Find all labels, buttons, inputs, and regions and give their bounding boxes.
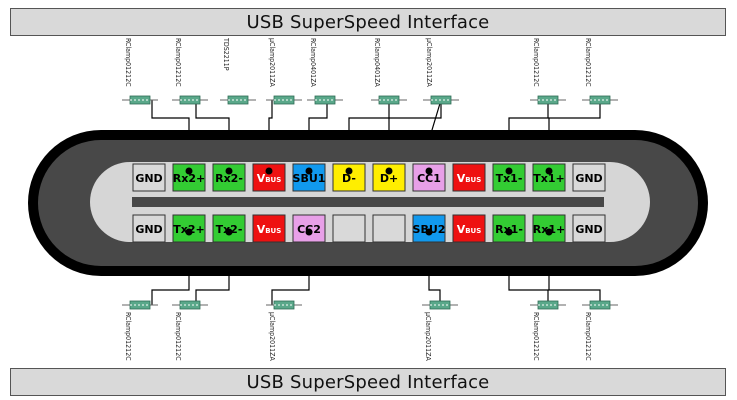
pin-bottom-6	[332, 214, 366, 243]
pin-box	[172, 163, 206, 192]
pin-box	[572, 163, 606, 192]
pin-label: VBUS	[257, 172, 282, 185]
pin-box	[132, 163, 166, 192]
pin-top-1: GND	[132, 163, 166, 192]
device-part-label: μClamp2011ZA	[424, 312, 432, 361]
pin-label: GND	[575, 172, 602, 185]
top-protection-device-2	[172, 95, 208, 105]
pin-label: VBUS	[457, 172, 482, 185]
device-part-label: RClamp01212C	[584, 312, 592, 361]
pin-bottom-4: VBUS	[252, 214, 286, 243]
pin-connection-dot	[345, 167, 353, 175]
pin-label-subscript: BUS	[465, 176, 481, 184]
pin-label: GND	[575, 223, 602, 236]
device-part-label: RClamp01212C	[124, 312, 132, 361]
pin-label: Tx1-	[496, 172, 523, 185]
pin-connection-dot	[545, 167, 553, 175]
bottom-protection-device-4	[422, 300, 458, 310]
pin-top-6: D-	[332, 163, 366, 192]
pin-box	[452, 163, 486, 192]
pin-connection-dot	[225, 167, 233, 175]
pin-box	[132, 214, 166, 243]
top-protection-device-4	[266, 95, 302, 105]
pin-box	[332, 214, 366, 243]
device-part-label: RClamp01212C	[584, 38, 592, 87]
pin-label: D-	[342, 172, 356, 185]
pin-connection-dot	[265, 167, 273, 175]
top-protection-device-5	[307, 95, 343, 105]
top-protection-device-6	[371, 95, 407, 105]
pin-box	[252, 214, 286, 243]
pin-connection-dot	[505, 167, 513, 175]
bottom-protection-device-3	[266, 300, 302, 310]
protection-devices: RClamp01212C RClamp01212C TDS2211P μClamp20…	[122, 37, 618, 361]
pin-bottom-12: GND	[572, 214, 606, 243]
pin-label: CC1	[417, 172, 441, 185]
pin-box	[372, 214, 406, 243]
pin-bottom-9: VBUS	[452, 214, 486, 243]
device-part-label: RClamp0401ZA	[373, 38, 381, 88]
pin-box	[452, 214, 486, 243]
device-part-label: μClamp2011ZA	[268, 312, 276, 361]
pin-top-8: CC1	[412, 163, 446, 192]
device-part-label: RClamp01212C	[174, 312, 182, 361]
pin-connection-dot	[545, 228, 553, 236]
pin-label: SBU1	[293, 172, 326, 185]
tongue-center-bar	[132, 197, 604, 207]
pin-connection-dot	[185, 228, 193, 236]
pin-bottom-1: GND	[132, 214, 166, 243]
device-part-label: TDS2211P	[222, 37, 230, 71]
header-bar: USB SuperSpeed Interface	[10, 8, 726, 36]
top-protection-device-9	[582, 95, 618, 105]
pin-box	[412, 163, 446, 192]
footer-bar: USB SuperSpeed Interface	[10, 368, 726, 396]
footer-title: USB SuperSpeed Interface	[246, 371, 490, 393]
pin-connection-dot	[425, 228, 433, 236]
bottom-protection-device-6	[582, 300, 618, 310]
bottom-protection-device-5	[530, 300, 566, 310]
pin-top-9: VBUS	[452, 163, 486, 192]
pin-connection-dot	[385, 167, 393, 175]
device-part-label: μClamp2011ZA	[268, 38, 276, 87]
pin-connection-dot	[305, 228, 313, 236]
top-protection-device-8	[530, 95, 566, 105]
pin-label: Rx2-	[215, 172, 243, 185]
pin-top-2: Rx2+	[172, 163, 206, 192]
pin-label: Tx1+	[533, 172, 564, 185]
top-protection-device-7	[423, 95, 459, 105]
device-part-label: RClamp01212C	[532, 312, 540, 361]
device-part-label: μClamp2011ZA	[425, 38, 433, 87]
pin-label-subscript: BUS	[265, 227, 281, 235]
pin-connection-dot	[185, 167, 193, 175]
device-part-label: RClamp01212C	[174, 38, 182, 87]
pin-box	[572, 214, 606, 243]
pin-connection-dot	[505, 228, 513, 236]
device-part-label: RClamp01212C	[532, 38, 540, 87]
header-title: USB SuperSpeed Interface	[246, 11, 490, 33]
top-protection-device-1	[122, 95, 158, 105]
pin-label: GND	[135, 172, 162, 185]
pin-label: D+	[380, 172, 398, 185]
device-part-label: RClamp01212C	[124, 38, 132, 87]
pin-connection-dot	[305, 167, 313, 175]
bottom-protection-device-1	[122, 300, 158, 310]
top-protection-device-3	[220, 95, 256, 105]
pin-label-subscript: BUS	[265, 176, 281, 184]
pin-label-subscript: BUS	[465, 227, 481, 235]
device-part-label: RClamp0401ZA	[309, 38, 317, 88]
pin-label: VBUS	[457, 223, 482, 236]
pin-label: VBUS	[257, 223, 282, 236]
pin-label: GND	[135, 223, 162, 236]
pin-label: Rx2+	[173, 172, 205, 185]
pin-bottom-7	[372, 214, 406, 243]
pin-connection-dot	[425, 167, 433, 175]
bottom-protection-device-2	[172, 300, 208, 310]
pin-connection-dot	[225, 228, 233, 236]
pin-top-12: GND	[572, 163, 606, 192]
